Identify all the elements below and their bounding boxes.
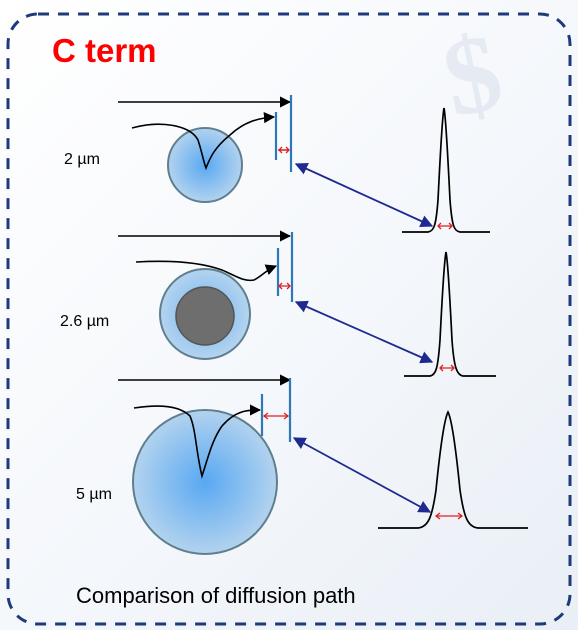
particle-row-3	[118, 374, 528, 555]
chromatogram-peak	[402, 107, 490, 233]
width-double-arrow	[262, 412, 290, 420]
particle-5um	[132, 409, 278, 555]
flow-arrow-diffusion	[131, 112, 276, 171]
chromatogram-peak	[404, 251, 496, 377]
diagram-caption: Comparison of diffusion path	[76, 583, 356, 608]
flow-arrow-diffusion	[133, 404, 262, 479]
particle-row-1	[118, 95, 490, 233]
chromatogram-peak	[378, 410, 528, 529]
peak-width-marker	[439, 364, 455, 372]
particle-row-2	[118, 230, 496, 377]
connector-arrow	[292, 437, 432, 513]
width-double-arrow	[278, 146, 290, 154]
particle-size-label: 2 µm	[64, 151, 100, 168]
dashed-frame	[6, 12, 572, 626]
peak-width-marker	[437, 222, 453, 230]
particle-size-label: 2.6 µm	[60, 313, 110, 330]
connector-arrow	[294, 162, 434, 228]
connector-arrow	[294, 300, 434, 364]
particle-size-label: 5 µm	[76, 486, 112, 503]
width-double-arrow	[278, 282, 291, 290]
particle-2-6um-core	[175, 286, 235, 346]
peak-width-marker	[434, 512, 464, 520]
slide-title: C term	[52, 32, 157, 69]
flow-arrow-diffusion	[135, 260, 278, 282]
